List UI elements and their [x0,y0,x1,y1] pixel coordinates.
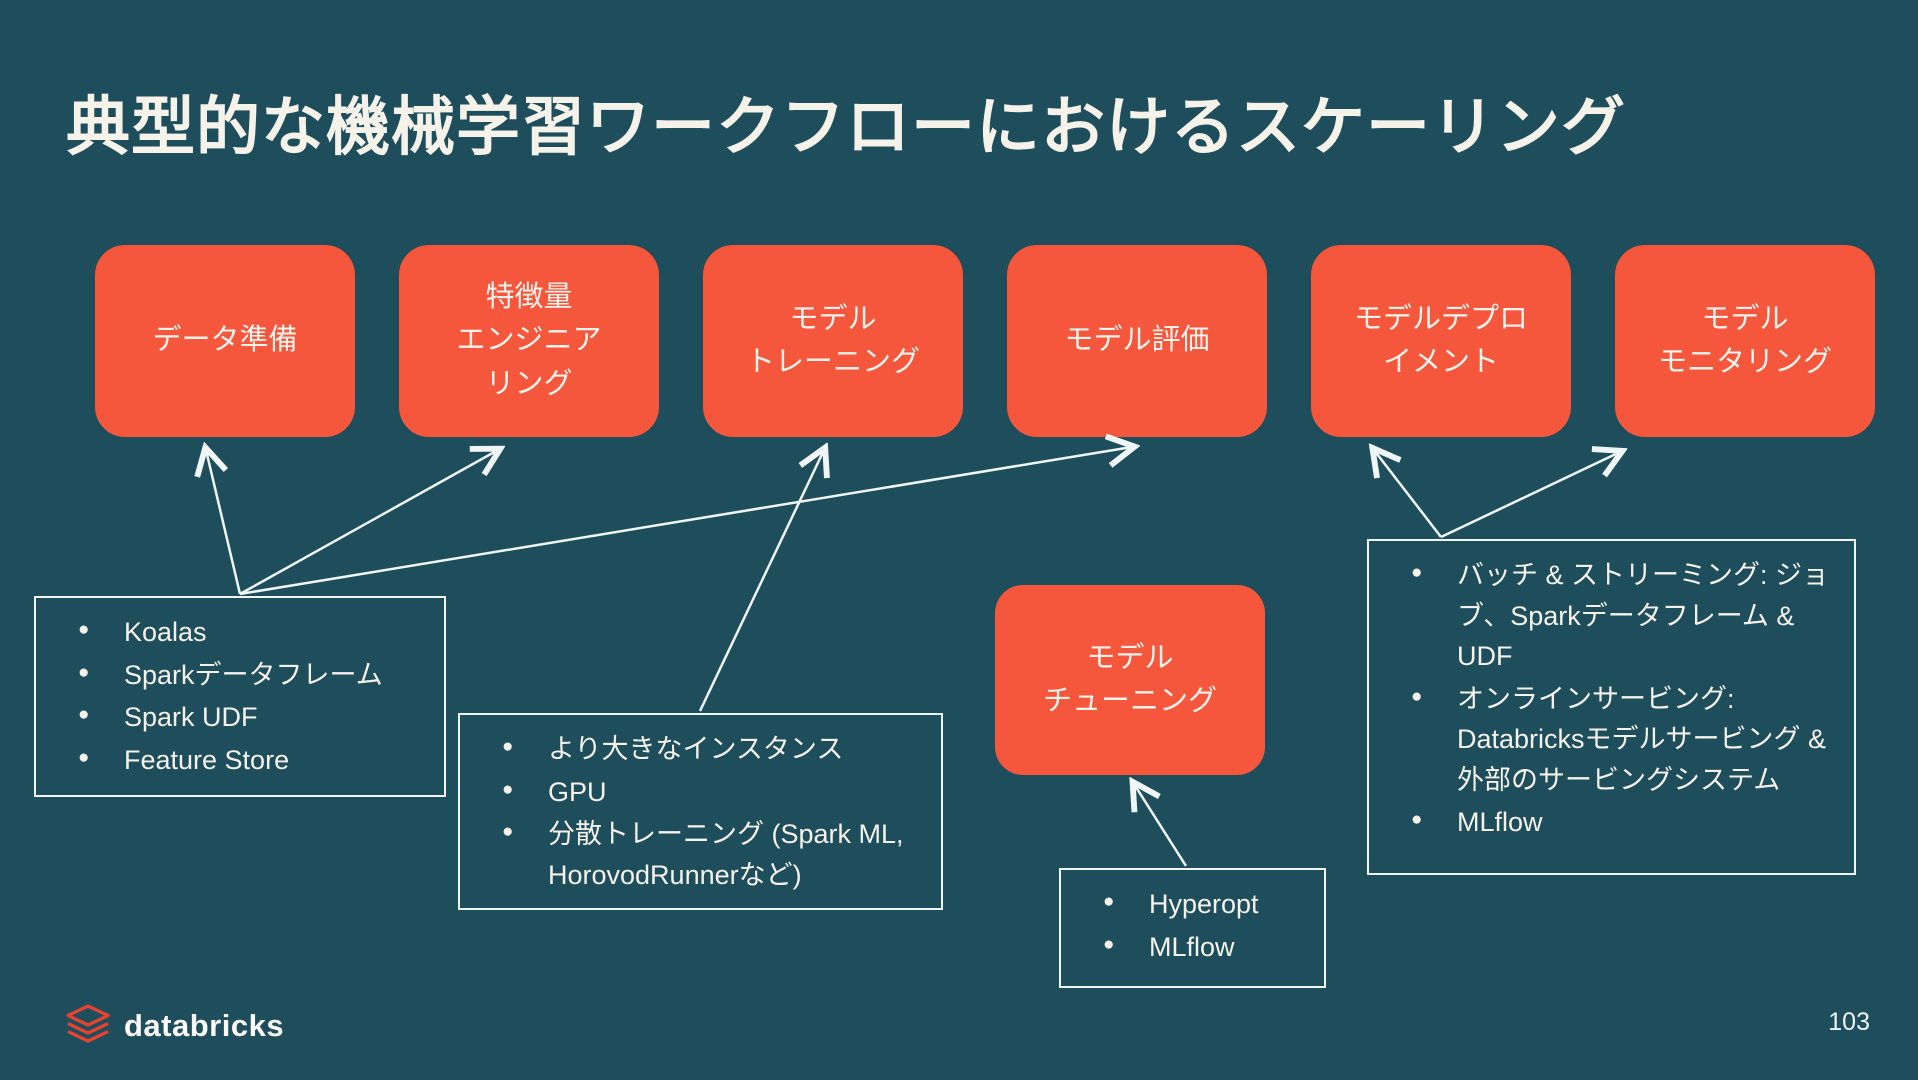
stage-box-feature-engineering: 特徴量 エンジニア リング [399,245,659,437]
panel-tuning-tools: Hyperopt MLflow [1059,868,1326,988]
panel-data-prep-tools: Koalas Sparkデータフレーム Spark UDF Feature St… [34,596,446,797]
stage-label: モデル評価 [1064,324,1210,357]
list-item: Koalas [36,612,434,653]
list-item: 分散トレーニング (Spark ML, HorovodRunnerなど) [460,814,931,895]
list-item: MLflow [1061,927,1314,968]
bullet-list: Koalas Sparkデータフレーム Spark UDF Feature St… [36,598,444,780]
list-item: Sparkデータフレーム [36,655,434,696]
panel-training-tools: より大きなインスタンス GPU 分散トレーニング (Spark ML, Horo… [458,713,943,910]
stage-box-model-deployment: モデルデプロ イメント [1311,245,1571,437]
databricks-logo: databricks [62,1002,284,1050]
list-item: MLflow [1369,802,1844,843]
arrow-tools-to-model-tuning [1134,784,1188,867]
page-number: 103 [1828,1008,1870,1036]
list-item: GPU [460,772,931,813]
list-item: Hyperopt [1061,884,1314,925]
list-item: より大きなインスタンス [460,729,931,770]
arrow-tools-to-model-monitoring [1440,452,1620,539]
list-item: バッチ & ストリーミング: ジョブ、Sparkデータフレーム & UDF [1369,555,1844,677]
stage-label: モデル チューニング [1042,641,1217,718]
stage-label: モデル トレーニング [745,302,920,379]
list-item: Feature Store [36,740,434,781]
stage-box-model-training: モデル トレーニング [703,245,963,437]
stage-box-model-tuning: モデル チューニング [995,585,1265,775]
list-item: オンラインサービング: Databricksモデルサービング & 外部のサービン… [1369,679,1844,801]
bullet-list: Hyperopt MLflow [1061,870,1324,967]
databricks-stacked-layers-icon [66,1004,110,1043]
stage-label: モデルデプロ イメント [1353,302,1528,379]
databricks-logo-text: databricks [124,1008,285,1043]
stage-label: 特徴量 エンジニア リング [456,280,602,400]
arrow-tools-to-model-training [698,450,824,712]
arrow-tools-to-feature-engineering [239,450,498,596]
arrow-tools-to-model-evaluation [239,447,1132,596]
list-item: Spark UDF [36,697,434,738]
stage-label: モデル モニタリング [1657,302,1832,379]
panel-deployment-tools: バッチ & ストリーミング: ジョブ、Sparkデータフレーム & UDF オン… [1367,539,1856,875]
stage-box-data-preparation: データ準備 [95,245,355,437]
stage-box-model-evaluation: モデル評価 [1007,245,1267,437]
slide-title: 典型的な機械学習ワークフローにおけるスケーリング [66,91,1626,163]
bullet-list: より大きなインスタンス GPU 分散トレーニング (Spark ML, Horo… [460,715,941,895]
stage-box-model-monitoring: モデル モニタリング [1615,245,1875,437]
arrow-tools-to-data-preparation [206,450,242,595]
bullet-list: バッチ & ストリーミング: ジョブ、Sparkデータフレーム & UDF オン… [1369,541,1854,843]
arrow-tools-to-model-deployment [1374,450,1442,538]
stage-label: データ準備 [152,324,298,357]
